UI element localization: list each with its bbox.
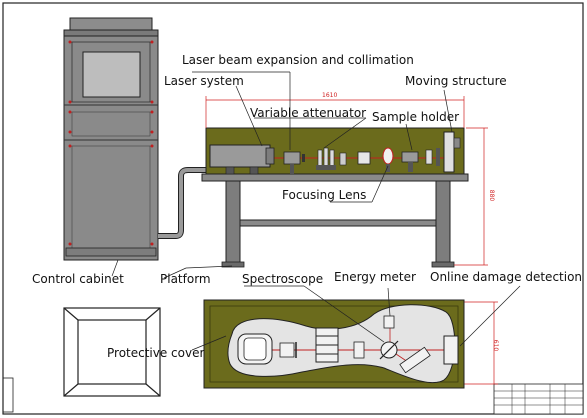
platform-top-view [203, 299, 465, 389]
dimension-height: 880 [488, 189, 496, 202]
moving-structure-device [443, 131, 461, 173]
label-spectroscope: Spectroscope [242, 272, 324, 286]
title-block [493, 383, 584, 415]
label-laser-system: Laser system [164, 74, 244, 88]
laser-head [209, 144, 275, 175]
label-protective-cover: Protective cover [107, 346, 205, 360]
dimension-width: 1610 [322, 92, 338, 99]
label-control-cabinet: Control cabinet [32, 272, 124, 286]
label-moving-structure: Moving structure [405, 74, 507, 88]
leader-lines [111, 71, 521, 351]
dimension-depth: 610 [492, 339, 500, 352]
control-cabinet [63, 17, 159, 261]
focusing-lens-device [357, 147, 394, 172]
margin-strip [2, 377, 14, 413]
protective-cover [63, 307, 161, 397]
beam-expander [283, 151, 305, 174]
label-sample-holder: Sample holder [372, 110, 460, 124]
label-platform: Platform [160, 272, 211, 286]
label-energy-meter: Energy meter [334, 270, 416, 284]
drawing-border [2, 2, 584, 415]
dimension-lines [205, 96, 498, 385]
variable-attenuator-device [316, 147, 347, 170]
label-variable-attenuator: Variable attenuator [250, 106, 367, 120]
label-focusing-lens: Focusing Lens [282, 188, 367, 202]
label-beam-expansion: Laser beam expansion and collimation [182, 53, 414, 67]
sample-holder-device [401, 148, 440, 172]
label-online-damage-detection: Online damage detection [430, 270, 583, 284]
